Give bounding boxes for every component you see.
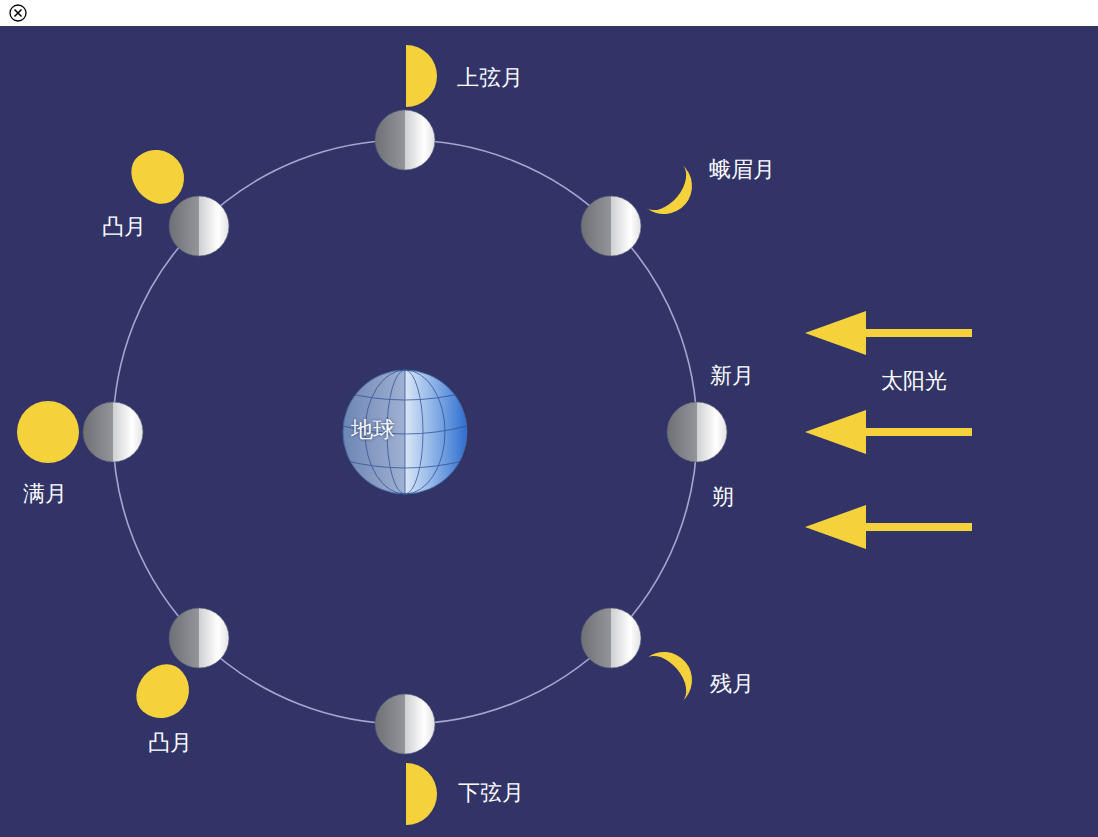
phase-label: 满月 bbox=[23, 481, 67, 507]
earth-globe bbox=[343, 370, 467, 494]
background bbox=[0, 26, 1098, 837]
moon-phase-shapes bbox=[17, 45, 703, 825]
phase-label: 下弦月 bbox=[458, 780, 524, 806]
phase-label: 残月 bbox=[710, 671, 754, 697]
close-icon bbox=[10, 5, 26, 21]
sun-arrows bbox=[805, 311, 972, 549]
phase-label: 太阳光 bbox=[881, 368, 947, 394]
phase-label: 上弦月 bbox=[457, 65, 523, 91]
moon-positions bbox=[83, 110, 727, 754]
top-bar bbox=[0, 0, 1098, 26]
phase-label: 凸月 bbox=[102, 214, 146, 240]
moon-orbit bbox=[113, 140, 697, 724]
node-label: 地球 bbox=[351, 417, 395, 443]
phase-label: 新月 bbox=[710, 363, 754, 389]
phase-label: 朔 bbox=[712, 484, 734, 510]
earth-node: 地球 bbox=[341, 368, 469, 496]
phase-label: 凸月 bbox=[148, 730, 192, 756]
phase-label: 蛾眉月 bbox=[709, 157, 775, 183]
earth-grid bbox=[343, 370, 467, 494]
